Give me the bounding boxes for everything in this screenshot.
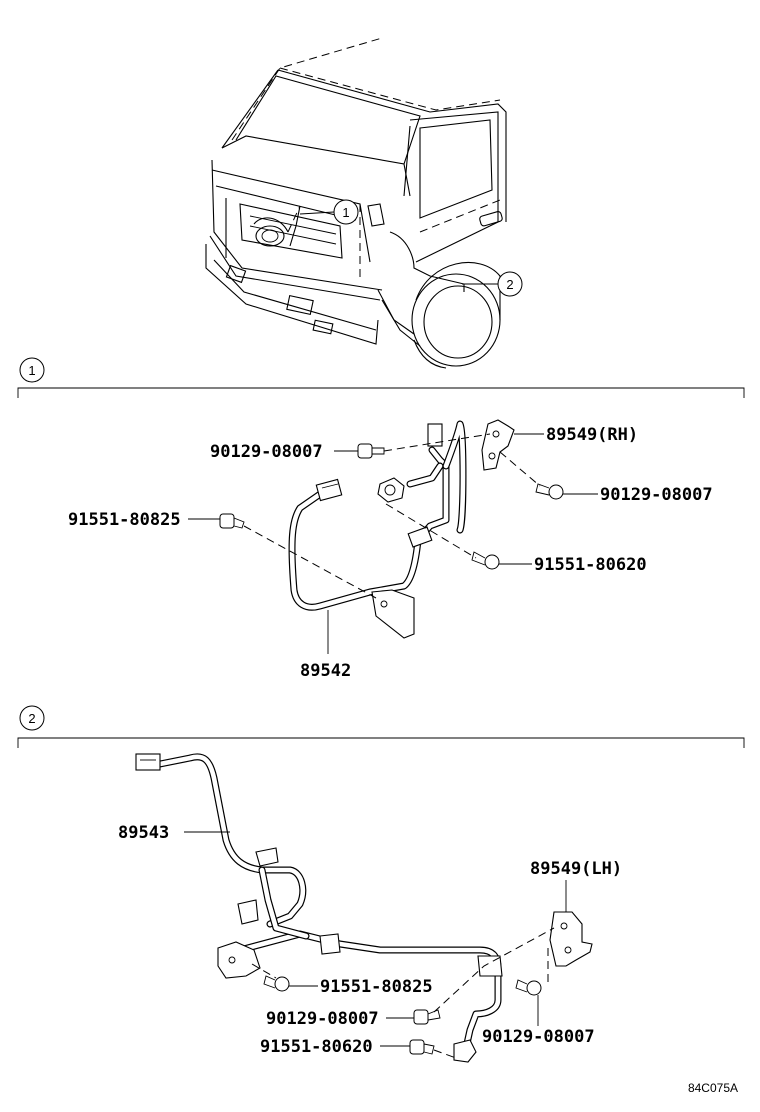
label-91551-80825-s2: 91551-80825: [320, 977, 433, 997]
bracket-89549-lh: [549, 911, 593, 967]
bracket-89549-rh: [481, 419, 515, 471]
bolt-90129-left-s1: [357, 443, 385, 459]
bolt-90129-right-s2: [515, 979, 542, 996]
diagram-code: 84C075A: [688, 1081, 738, 1095]
label-89542: 89542: [300, 661, 351, 681]
section-1-number: 1: [28, 363, 35, 378]
label-90129-left-s2: 90129-08007: [266, 1009, 379, 1029]
label-90129-left-s1: 90129-08007: [210, 442, 323, 462]
label-90129-right-s1: 90129-08007: [600, 485, 713, 505]
label-89543: 89543: [118, 823, 169, 843]
label-89549lh: 89549(LH): [530, 859, 622, 879]
section-1-header: 1: [17, 357, 745, 398]
bolt-91551-80620-s1: [471, 551, 500, 570]
assembly-lines-s1: [243, 433, 541, 599]
label-91551-80825-s1: 91551-80825: [68, 510, 181, 530]
callout-2-label: 2: [506, 277, 513, 292]
label-89549rh: 89549(RH): [546, 425, 638, 445]
bolt-91551-80825-s1: [219, 513, 245, 529]
label-90129-right-s2: 90129-08007: [482, 1027, 595, 1047]
callout-2-truck: 2: [497, 271, 523, 297]
label-91551-80620-s2: 91551-80620: [260, 1037, 373, 1057]
harness-89543: [135, 753, 503, 1063]
callout-1-label: 1: [342, 205, 349, 220]
assembly-lines-s2: [251, 927, 555, 1059]
callout-1-truck: 1: [333, 199, 359, 225]
section-2-number: 2: [28, 711, 35, 726]
bolt-91551-80825-s2: [263, 975, 290, 992]
harness-89542: [288, 420, 467, 639]
bolt-90129-right-s1: [535, 483, 564, 500]
section-2-header: 2: [17, 705, 745, 748]
truck-illustration: [205, 37, 507, 369]
labels-s2: 89543 89549(LH) 91551-80825 90129-08007 …: [118, 823, 622, 1057]
label-91551-80620-s1: 91551-80620: [534, 555, 647, 575]
labels-s1: 89549(RH) 90129-08007 90129-08007 91551-…: [68, 425, 713, 681]
bolt-90129-left-s2: [413, 1009, 441, 1025]
bolt-91551-80620-s2: [409, 1039, 435, 1055]
